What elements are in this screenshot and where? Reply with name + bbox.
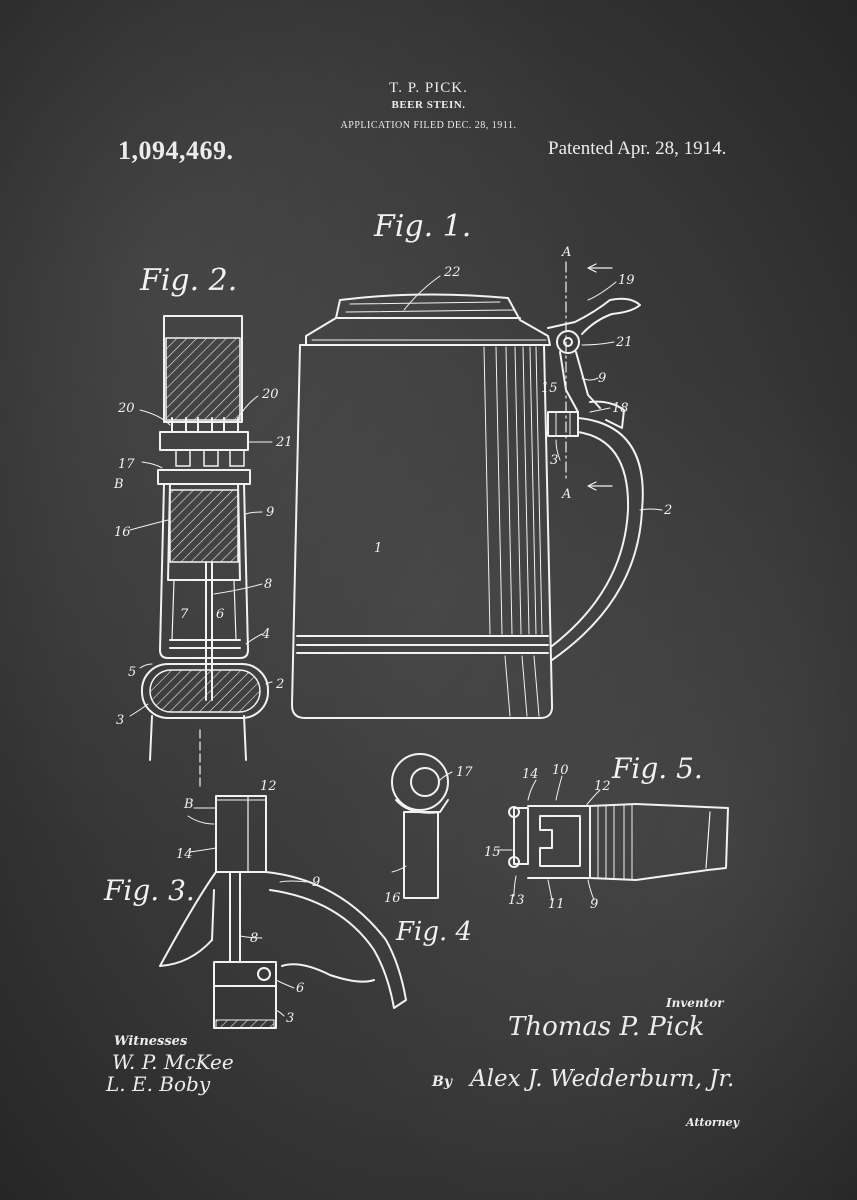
- numeral: B: [183, 797, 194, 812]
- numeral: 12: [594, 779, 611, 794]
- numeral: 19: [618, 273, 635, 288]
- numeral: 12: [260, 779, 277, 794]
- numeral: 9: [590, 897, 598, 912]
- fig5-caption: Fig. 5.: [611, 752, 703, 785]
- fig4-caption: Fig. 4: [395, 917, 472, 947]
- fig4-hinge-pin-drawing: [391, 753, 453, 899]
- numeral: 9: [312, 875, 320, 890]
- fig2-section-drawing: [129, 315, 273, 791]
- numeral: 20: [117, 401, 135, 416]
- fig1-stein-drawing: [291, 261, 663, 719]
- numeral: 11: [548, 897, 565, 912]
- numeral: 5: [128, 665, 136, 680]
- by-label: By: [432, 1074, 452, 1090]
- numeral: 16: [114, 525, 131, 540]
- numeral: 6: [296, 981, 304, 996]
- numeral: B: [113, 477, 124, 492]
- fig4-reference-numerals: 17 16: [384, 765, 473, 906]
- numeral: 9: [598, 371, 606, 386]
- numeral: 20: [261, 387, 279, 402]
- numeral: 9: [266, 505, 274, 520]
- fig5-reference-numerals: 14 10 12 15 13 11 9: [484, 763, 611, 912]
- numeral: 15: [484, 845, 501, 860]
- inventor-caption: Inventor: [666, 996, 724, 1010]
- numeral: 15: [541, 381, 558, 396]
- header-inventor-name: T. P. PICK.: [389, 80, 468, 96]
- numeral: 10: [552, 763, 569, 778]
- numeral: 18: [612, 401, 629, 416]
- numeral: 16: [384, 891, 401, 906]
- attorney-caption: Attorney: [686, 1116, 740, 1129]
- numeral: 3: [116, 713, 124, 728]
- numeral: 14: [522, 767, 539, 782]
- header-application-filed: APPLICATION FILED DEC. 28, 1911.: [340, 120, 517, 131]
- fig3-reference-numerals: B 12 14 9 8 6 3: [176, 779, 320, 1026]
- fig1-reference-numerals: 22 19 21 9 15 18 3 2 1 A A: [374, 245, 672, 556]
- numeral: 6: [216, 607, 224, 622]
- witness-signature-2: L. E. Boby: [106, 1072, 211, 1096]
- witnesses-caption: Witnesses: [114, 1034, 188, 1049]
- numeral: 3: [550, 453, 558, 468]
- numeral: 2: [663, 503, 672, 518]
- numeral: 2: [275, 677, 284, 692]
- fig2-caption: Fig. 2.: [139, 263, 237, 298]
- patent-date: Patented Apr. 28, 1914.: [548, 138, 727, 159]
- numeral: 8: [250, 931, 258, 946]
- numeral: 17: [456, 765, 473, 780]
- numeral: A: [561, 245, 571, 260]
- inventor-signature: Thomas P. Pick: [508, 1012, 705, 1042]
- fig2-reference-numerals: 20 20 21 17 B 16 9 8 7 6 4 5 2 3: [113, 387, 293, 728]
- numeral: 21: [615, 335, 633, 350]
- numeral: 13: [508, 893, 525, 908]
- header-title: BEER STEIN.: [391, 99, 466, 111]
- numeral: 21: [275, 435, 293, 450]
- numeral: 7: [180, 607, 189, 622]
- numeral: 3: [286, 1011, 294, 1026]
- numeral: 22: [443, 265, 461, 280]
- numeral: 8: [264, 577, 272, 592]
- numeral: 14: [176, 847, 193, 862]
- numeral: 4: [261, 627, 270, 642]
- fig3-caption: Fig. 3.: [103, 874, 195, 907]
- attorney-signature: Alex J. Wedderburn, Jr.: [470, 1066, 735, 1092]
- patent-number: 1,094,469.: [118, 136, 234, 165]
- numeral: A: [561, 487, 571, 502]
- numeral: 17: [118, 457, 135, 472]
- fig5-handle-joint-drawing: [497, 775, 729, 901]
- witness-signature-1: W. P. McKee: [112, 1050, 234, 1074]
- fig1-caption: Fig. 1.: [373, 209, 471, 244]
- fig3-valve-drawing: [159, 795, 407, 1029]
- numeral: 1: [374, 541, 382, 556]
